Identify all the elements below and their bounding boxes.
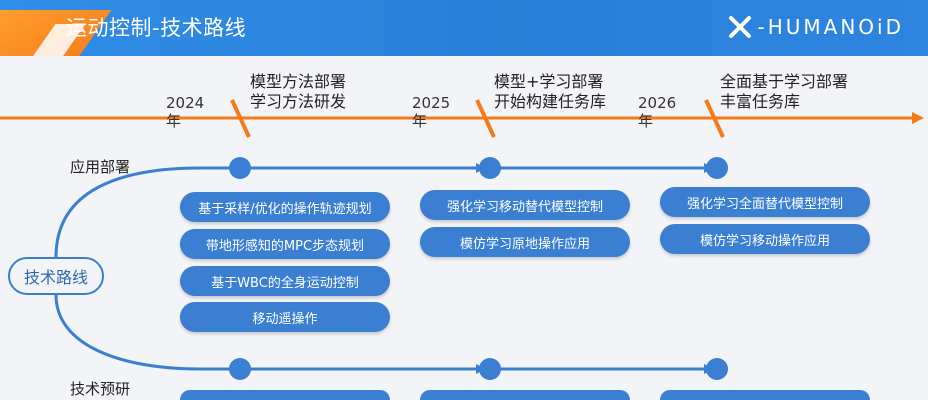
row2-node-2024 xyxy=(229,358,251,380)
row-label-application: 应用部署 xyxy=(70,158,131,176)
year-tick-2026 xyxy=(704,99,725,138)
branch-curve-top xyxy=(54,166,240,258)
row1-node-2024 xyxy=(229,157,251,179)
row2-node-2025 xyxy=(479,358,501,380)
pill-2024-teleoperation: 移动遥操作 xyxy=(180,302,390,332)
row2-node-2026 xyxy=(706,358,728,380)
row-label-research: 技术预研 xyxy=(70,380,131,398)
header-bar: 运动控制-技术路线 -HUMANOiD xyxy=(0,0,928,56)
brand-name: -HUMANOiD xyxy=(757,15,904,39)
branch-curve-bottom xyxy=(54,294,240,371)
year-tick-2024 xyxy=(230,99,251,138)
root-node-tech-roadmap: 技术路线 xyxy=(8,257,104,295)
pill-2024-mpc-gait: 带地形感知的MPC步态规划 xyxy=(180,229,390,259)
milestone-2026: 全面基于学习部署丰富任务库 xyxy=(720,72,849,111)
milestone-2024: 模型方法部署学习方法研发 xyxy=(250,72,347,111)
timeline-arrowhead xyxy=(912,112,924,124)
pill-2024-trajectory-planning: 基于采样/优化的操作轨迹规划 xyxy=(180,192,390,222)
brand-logo: -HUMANOiD xyxy=(728,15,905,39)
pill-2026-imitation-mobile: 模仿学习移动操作应用 xyxy=(660,224,870,254)
row2-pill-2026-partial xyxy=(660,390,870,400)
pill-2024-wbc-control: 基于WBC的全身运动控制 xyxy=(180,266,390,296)
x-logo-icon xyxy=(728,16,751,38)
pill-2025-rl-locomotion: 强化学习移动替代模型控制 xyxy=(420,190,630,220)
row2-pill-2025-partial xyxy=(420,390,630,400)
year-tick-2025 xyxy=(475,99,496,138)
pill-2025-imitation-manipulation: 模仿学习原地操作应用 xyxy=(420,227,630,257)
pill-2026-rl-full: 强化学习全面替代模型控制 xyxy=(660,187,870,217)
row1-node-2026 xyxy=(706,157,728,179)
page-title: 运动控制-技术路线 xyxy=(66,16,247,40)
row2-pill-2024-partial xyxy=(180,390,390,400)
milestone-2025: 模型+学习部署开始构建任务库 xyxy=(494,72,607,111)
row1-node-2025 xyxy=(479,157,501,179)
